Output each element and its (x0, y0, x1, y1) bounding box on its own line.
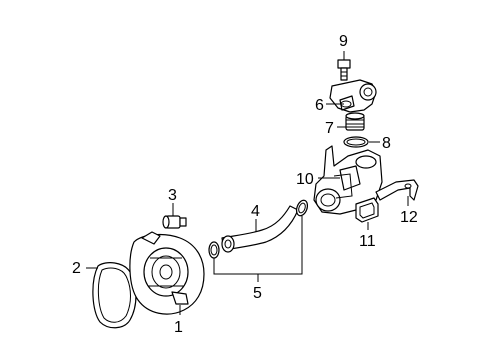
part-3-fitting (162, 215, 187, 229)
callout-7: 7 (325, 120, 334, 137)
callout-11: 11 (359, 233, 376, 250)
part-2-pump-gasket (92, 262, 137, 329)
callout-8: 8 (382, 135, 391, 152)
callout-labels: 1 2 3 4 5 6 7 8 9 10 11 12 (72, 33, 418, 336)
part-7-thermostat (345, 112, 365, 131)
part-9-bolt (337, 59, 351, 81)
part-1-water-pump (129, 231, 205, 315)
callout-10: 10 (296, 171, 314, 188)
part-6-housing-cover (329, 79, 377, 113)
callout-1: 1 (174, 319, 183, 336)
callout-4: 4 (251, 203, 260, 220)
callout-3: 3 (168, 187, 177, 204)
part-11-gasket (355, 197, 379, 223)
leader-lines (86, 51, 409, 315)
callout-2: 2 (72, 260, 81, 277)
callout-5: 5 (253, 285, 262, 302)
part-4-hose (221, 205, 299, 253)
part-12-bracket (375, 179, 419, 201)
part-8-seal-ring (343, 136, 369, 148)
callout-12: 12 (400, 209, 418, 226)
callout-9: 9 (339, 33, 348, 50)
callout-6: 6 (315, 97, 324, 114)
part-10-thermostat-housing (313, 145, 383, 215)
